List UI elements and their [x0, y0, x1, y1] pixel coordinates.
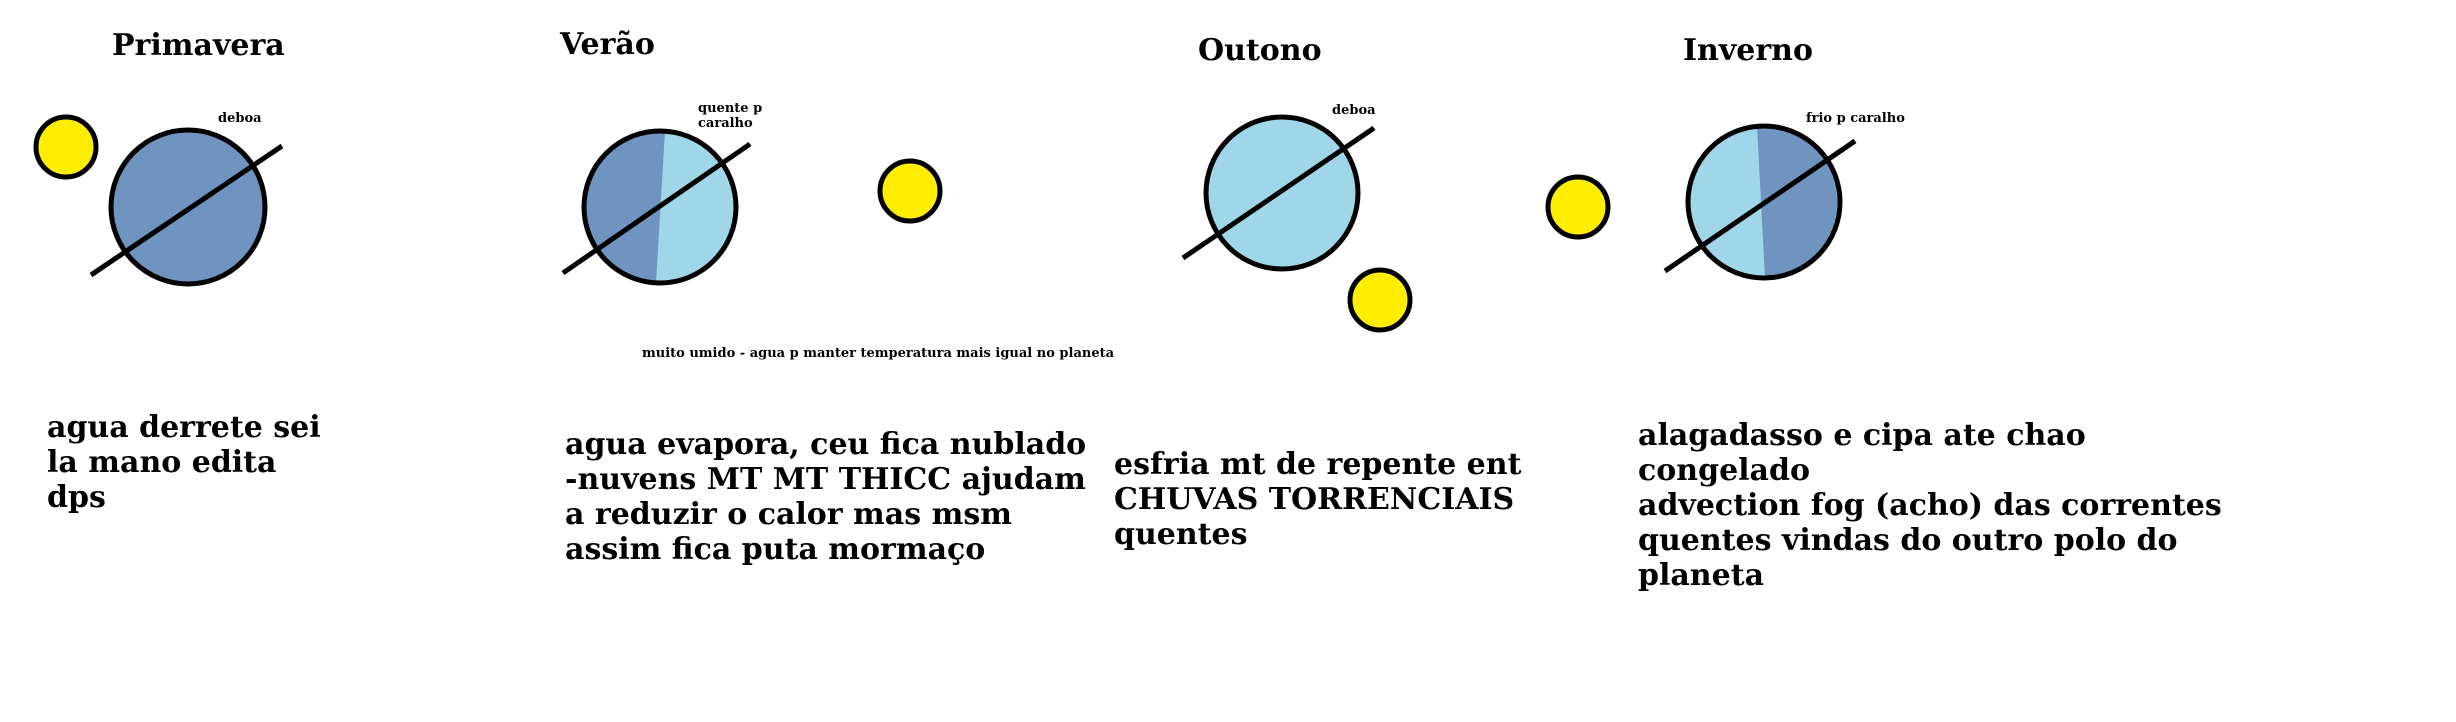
planet-axis — [89, 143, 284, 278]
sun-icon — [877, 158, 943, 224]
planet-axis — [1663, 138, 1857, 274]
text-line: agua derrete sei — [47, 410, 321, 445]
inverno-annotation: frio p caralho — [1806, 111, 1905, 126]
season-title-outono: Outono — [1198, 33, 1322, 68]
verao-annotation: quente p caralho — [698, 101, 762, 131]
planet-dark-half — [584, 130, 665, 283]
text-line: assim fica puta mormaço — [565, 532, 986, 567]
season-title-inverno: Inverno — [1683, 33, 1813, 68]
inverno-diagram — [1545, 123, 1857, 281]
annotation-line: quente p — [698, 101, 763, 116]
sun-icon — [1347, 267, 1413, 333]
primavera-annotation: deboa — [218, 111, 262, 126]
verao-diagram — [561, 128, 943, 286]
text-line: -nuvens MT MT THICC ajudam — [565, 462, 1086, 497]
planet-outline — [581, 128, 739, 286]
text-line: esfria mt de repente ent — [1114, 447, 1522, 482]
text-line: agua evapora, ceu fica nublado — [565, 427, 1087, 462]
season-title-verao: Verão — [560, 27, 655, 62]
text-line: alagadasso e cipa ate chao — [1638, 418, 2086, 453]
text-line: a reduzir o calor mas msm — [565, 497, 1012, 532]
outono-diagram — [1181, 114, 1413, 333]
planet-outline — [1685, 123, 1843, 281]
text-line: quentes — [1114, 517, 1248, 552]
text-line: congelado — [1638, 453, 1810, 488]
text-line: quentes vindas do outro polo do — [1638, 523, 2178, 558]
outono-description: esfria mt de repente ent CHUVAS TORRENCI… — [1114, 447, 1521, 552]
text-line: advection fog (acho) das correntes — [1638, 488, 2222, 523]
planet-axis — [1181, 125, 1376, 261]
sun-icon — [33, 114, 99, 180]
outono-annotation: deboa — [1332, 103, 1376, 118]
inverno-description: alagadasso e cipa ate chao congelado adv… — [1638, 418, 2222, 593]
planet-axis — [561, 141, 752, 276]
text-line: la mano edita — [47, 445, 277, 480]
primavera-diagram — [33, 114, 284, 287]
text-line: CHUVAS TORRENCIAIS — [1114, 482, 1515, 517]
season-title-primavera: Primavera — [112, 28, 285, 63]
verao-note: muito umido - agua p manter temperatura … — [642, 346, 1115, 361]
annotation-line: caralho — [698, 116, 753, 131]
text-line: planeta — [1638, 558, 1765, 593]
sun-icon — [1545, 174, 1611, 240]
text-line: dps — [47, 480, 106, 515]
primavera-description: agua derrete sei la mano edita dps — [47, 410, 321, 515]
verao-description: agua evapora, ceu fica nublado -nuvens M… — [565, 427, 1086, 567]
